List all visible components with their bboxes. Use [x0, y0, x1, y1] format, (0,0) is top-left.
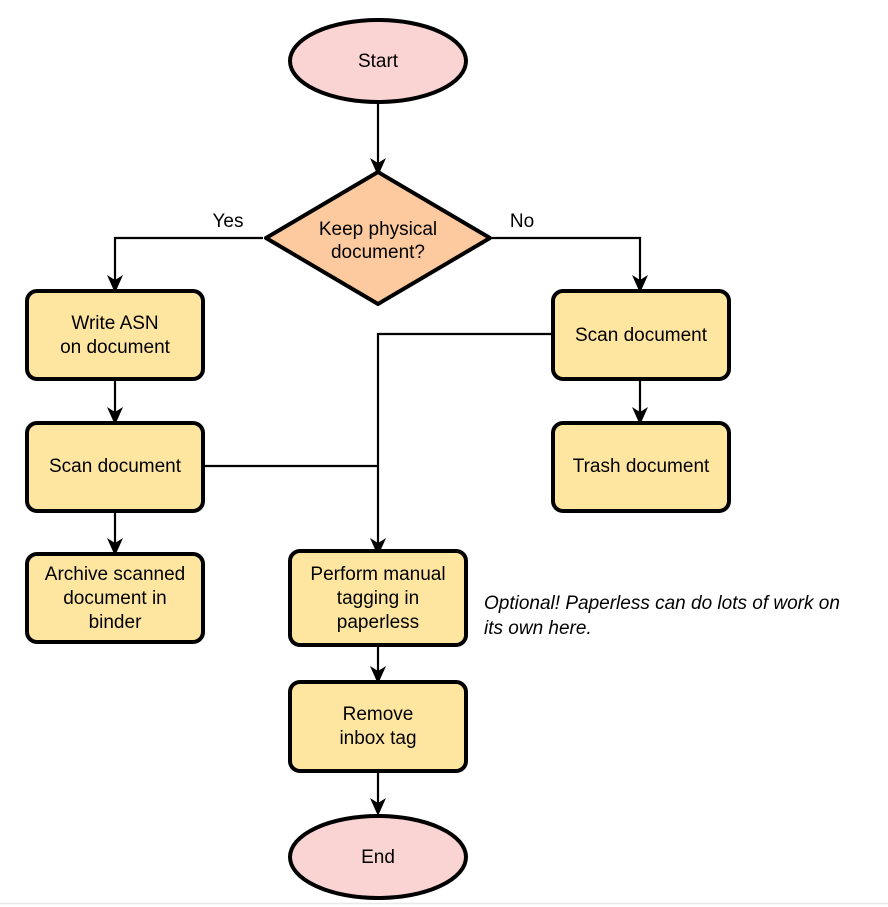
node-remove-inbox-label-line2: inbox tag [339, 728, 416, 749]
node-write-asn[interactable]: Write ASN on document [25, 289, 205, 381]
trash-document-box [551, 421, 731, 513]
edge-scan-right-to-tagging [370, 332, 553, 556]
node-decision-label-line1: Keep physical [319, 219, 437, 240]
start-ellipse [288, 18, 468, 104]
node-start-label: Start [358, 51, 399, 72]
node-end[interactable]: End [288, 814, 468, 900]
edge-start-to-decision [370, 102, 386, 176]
edge-write-asn-to-scan-left [107, 379, 123, 425]
node-trash-document-label: Trash document [573, 456, 710, 477]
edge-scan-left-to-archive [107, 511, 123, 556]
edge-remove-inbox-to-end [370, 771, 386, 816]
node-remove-inbox-label-line1: Remove [343, 704, 414, 725]
edge-label-no: No [510, 211, 534, 232]
node-scan-document-right-label: Scan document [575, 325, 708, 346]
node-decision-label-line2: document? [331, 242, 425, 263]
node-trash-document[interactable]: Trash document [551, 421, 731, 513]
node-scan-document-right[interactable]: Scan document [551, 289, 731, 381]
node-write-asn-label-line2: on document [60, 337, 171, 358]
edge-scan-right-to-trash [632, 379, 648, 425]
scan-document-right-box [551, 289, 731, 381]
node-scan-document-left-label: Scan document [49, 456, 182, 477]
node-write-asn-label-line1: Write ASN [71, 313, 158, 334]
node-decision-keep-physical-document[interactable]: Keep physical document? [264, 170, 492, 306]
tagging-box [288, 549, 468, 647]
node-perform-manual-tagging[interactable]: Perform manual tagging in paperless [288, 549, 468, 647]
end-ellipse [288, 814, 468, 900]
node-archive-label-line1: Archive scanned [45, 564, 185, 585]
node-tagging-label-line3: paperless [337, 612, 419, 633]
write-asn-box [25, 289, 205, 381]
annotation-optional-note: Optional! Paperless can do lots of work … [484, 593, 840, 639]
node-archive-scanned-document[interactable]: Archive scanned document in binder [25, 552, 205, 644]
edge-tagging-to-remove-inbox [370, 645, 386, 684]
node-end-label: End [361, 847, 395, 868]
optional-note-line1: Optional! Paperless can do lots of work … [484, 593, 840, 614]
archive-box [25, 552, 205, 644]
node-archive-label-line3: binder [89, 612, 142, 633]
edge-decision-no-to-scan-right [492, 236, 648, 293]
node-scan-document-left[interactable]: Scan document [25, 421, 205, 513]
decision-diamond [264, 170, 492, 306]
node-start[interactable]: Start [288, 18, 468, 104]
edge-decision-yes-to-write-asn [107, 236, 263, 293]
edge-label-yes: Yes [213, 211, 244, 232]
scan-document-left-box [25, 421, 205, 513]
node-tagging-label-line2: tagging in [337, 588, 419, 609]
node-tagging-label-line1: Perform manual [310, 564, 445, 585]
remove-inbox-tag-box [288, 680, 468, 773]
node-archive-label-line2: document in [63, 588, 167, 609]
node-remove-inbox-tag[interactable]: Remove inbox tag [288, 680, 468, 773]
optional-note-line2: its own here. [484, 618, 592, 639]
